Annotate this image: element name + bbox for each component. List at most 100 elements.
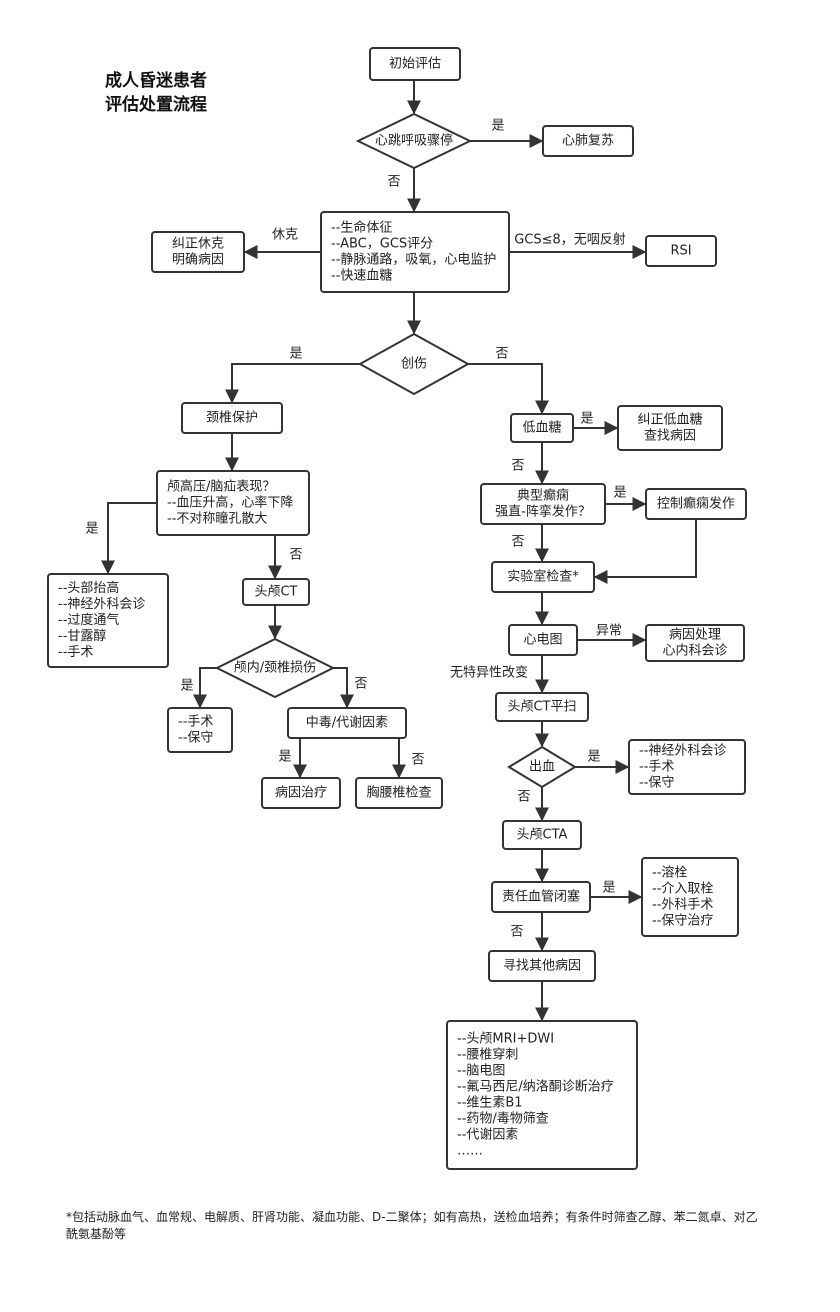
decision-shape: [357, 332, 471, 396]
node-label: 明确病因: [172, 253, 224, 268]
footnote-line-1: *包括动脉血气、血常规、电解质、肝肾功能、凝血功能、D-二聚体；如有高热，送检血…: [66, 1209, 758, 1224]
node-label: --维生素B1: [457, 1096, 523, 1111]
footnote-line-2: 酰氨基酚等: [66, 1227, 126, 1241]
edge-label-yes: 是: [278, 750, 291, 765]
node-label: 病因治疗: [275, 786, 327, 801]
box-shape: [369, 47, 461, 81]
edge-label-shock: 休克: [272, 228, 298, 243]
node-label: 出血: [529, 760, 555, 775]
box-shape: [156, 470, 310, 536]
node-label: 头颅CT: [254, 585, 297, 600]
node-label: 寻找其他病因: [503, 959, 581, 974]
title-line-1: 成人昏迷患者: [105, 70, 207, 91]
node-label: 心内科会诊: [662, 643, 727, 659]
box-shape: [47, 573, 169, 668]
toxic-box: 中毒/代谢因素: [287, 707, 407, 739]
node-label: --腰椎穿刺: [457, 1047, 518, 1063]
edge-trauma-to-cspine: [225, 363, 360, 404]
surg1-box: --手术--保守: [167, 707, 233, 753]
node-label: --保守: [639, 776, 674, 791]
vitals-box: --生命体征--ABC，GCS评分--静脉通路，吸氧，心电监护--快速血糖: [320, 211, 510, 293]
node-label: 纠正休克: [172, 237, 224, 252]
edge-label-no: 否: [289, 548, 302, 563]
box-shape: [261, 777, 341, 809]
node-label: 头颅CTA: [517, 828, 568, 843]
cspine-box: 颈椎保护: [181, 402, 283, 434]
node-label: --手术: [58, 645, 93, 660]
edge-label-no: 否: [511, 459, 524, 474]
box-shape: [181, 402, 283, 434]
node-label: --保守治疗: [652, 914, 713, 929]
box-shape: [242, 578, 310, 606]
node-label: 心跳呼吸骤停: [375, 133, 453, 149]
edge-label-no: 否: [510, 925, 523, 940]
node-label: --头颅MRI+DWI: [457, 1032, 554, 1047]
spine-exam-box: 胸腰椎检查: [355, 777, 443, 809]
box-shape: [645, 624, 745, 662]
node-label: --静脉通路，吸氧，心电监护: [331, 252, 496, 268]
footnote: *包括动脉血气、血常规、电解质、肝肾功能、凝血功能、D-二聚体；如有高热，送检血…: [66, 1209, 758, 1241]
node-label: 控制癫痫发作: [657, 496, 735, 512]
box-shape: [491, 881, 591, 913]
box-shape: [446, 1020, 638, 1170]
initial-box: 初始评估: [369, 47, 461, 81]
edge-label-no: 否: [354, 677, 367, 692]
edge-label-no: 否: [511, 535, 524, 550]
node-label: 低血糖: [522, 420, 561, 436]
injury-decision: 颅内/颈椎损伤: [214, 637, 336, 699]
edge-icp-to-icpmgmt: [101, 502, 157, 575]
edge-ctrl-to-lab: [593, 519, 697, 584]
icp-box: 颅高压/脑疝表现？--血压升高，心率下降--不对称瞳孔散大: [156, 470, 310, 536]
box-shape: [355, 777, 443, 809]
box-shape: [488, 950, 596, 982]
title-line-2: 评估处置流程: [105, 94, 207, 115]
edge-injury-to-surg: [193, 667, 217, 709]
box-shape: [628, 739, 746, 795]
edge-label-yes: 是: [613, 486, 626, 501]
node-label: --ABC，GCS评分: [331, 237, 433, 252]
edge-label-yes: 是: [289, 347, 302, 362]
node-label: 查找病因: [644, 429, 696, 444]
node-label: --药物/毒物筛查: [457, 1112, 549, 1127]
occlusion-box: 责任血管闭塞: [491, 881, 591, 913]
box-shape: [491, 561, 595, 593]
box-shape: [495, 692, 589, 722]
node-label: 心电图: [523, 633, 562, 648]
lab-box: 实验室检查*: [491, 561, 595, 593]
node-label: --快速血糖: [331, 268, 392, 284]
node-label: 责任血管闭塞: [502, 889, 580, 905]
box-shape: [617, 405, 723, 451]
decision-shape: [507, 745, 577, 789]
node-label: --头部抬高: [58, 580, 119, 596]
node-label: --神经外科会诊: [58, 597, 145, 612]
box-shape: [645, 235, 717, 267]
node-label: --不对称瞳孔散大: [167, 512, 267, 527]
node-label: --甘露醇: [58, 628, 106, 644]
bleed-mgmt-box: --神经外科会诊--手术--保守: [628, 739, 746, 795]
head-ct-box: 头颅CT: [242, 578, 310, 606]
edge-label-yes: 是: [580, 412, 593, 427]
node-label: 实验室检查*: [507, 569, 579, 585]
node-label: --氟马西尼/纳洛酮诊断治疗: [457, 1080, 614, 1095]
edge-label-gcs: GCS≤8，无咽反射: [514, 232, 626, 248]
box-shape: [320, 211, 510, 293]
ecg-box: 心电图: [508, 624, 578, 656]
node-label: --介入取栓: [652, 882, 713, 897]
node-label: --保守: [178, 731, 213, 746]
bleed-decision: 出血: [507, 745, 577, 789]
node-label: --溶栓: [652, 866, 687, 881]
ctrl-seizure-box: 控制癫痫发作: [645, 488, 747, 520]
other-list-box: --头颅MRI+DWI--腰椎穿刺--脑电图--氟马西尼/纳洛酮诊断治疗--维生…: [446, 1020, 638, 1170]
box-shape: [542, 125, 634, 157]
node-label: 心肺复苏: [562, 133, 614, 149]
box-shape: [167, 707, 233, 753]
rsi-box: RSI: [645, 235, 717, 267]
node-label: --生命体征: [331, 220, 392, 236]
node-label: --外科手术: [652, 898, 713, 913]
box-shape: [287, 707, 407, 739]
node-label: RSI: [670, 244, 691, 259]
node-label: --代谢因素: [457, 1127, 518, 1143]
